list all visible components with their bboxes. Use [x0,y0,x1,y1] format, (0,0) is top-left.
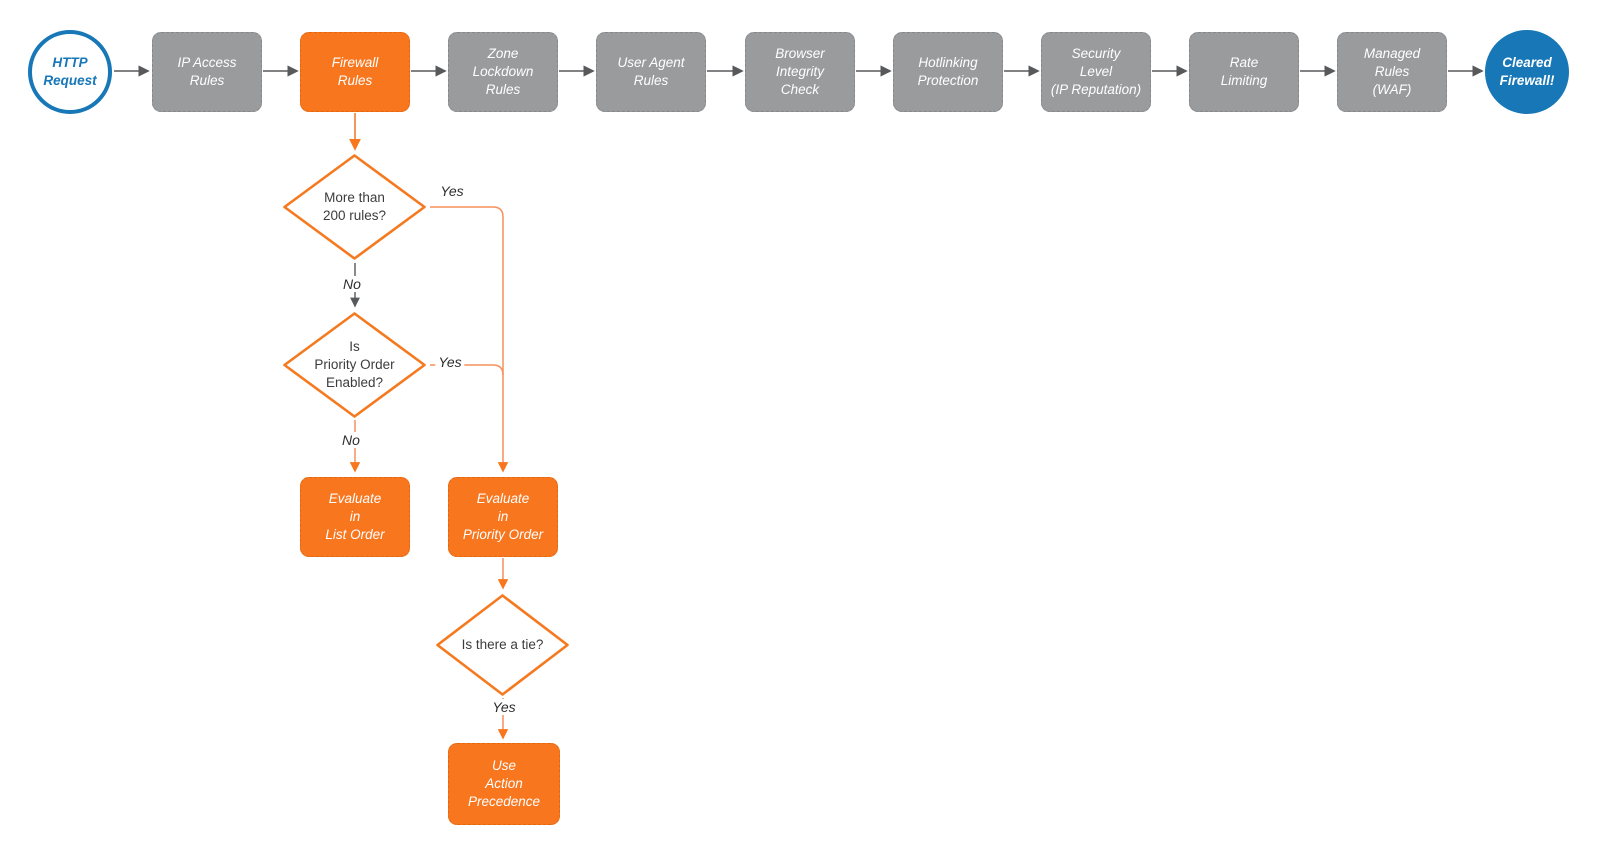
diamond-shape [283,312,426,418]
pipeline-step-hotlinking-protection: Hotlinking Protection [893,32,1003,112]
pipeline-step-zone-lockdown-rules: Zone Lockdown Rules [448,32,558,112]
start-node-http-request: HTTP Request [28,30,112,114]
pipeline-step-ip-access-rules: IP Access Rules [152,32,262,112]
decision-question: More than 200 rules? [322,189,387,223]
step-label: Browser Integrity Check [775,45,825,98]
decision-question: Is Priority Order Enabled? [314,338,395,391]
pipeline-step-browser-integrity-check: Browser Integrity Check [745,32,855,112]
decision-question: Is there a tie? [461,636,544,652]
edge-label-no-1: No [340,276,364,292]
outcome-label: Evaluate in List Order [325,490,385,543]
decision-more-than-200-rules: More than 200 rules? [282,153,427,261]
step-label: User Agent Rules [617,54,685,88]
step-label: Managed Rules (WAF) [1363,45,1421,98]
outcome-label: Use Action Precedence [467,757,541,810]
step-label: Security Level (IP Reputation) [1050,45,1142,98]
end-node-label: Cleared Firewall! [1499,54,1555,88]
outcome-evaluate-priority-order: Evaluate in Priority Order [448,477,558,557]
edge-label-yes-3: Yes [489,699,519,715]
pipeline-step-rate-limiting: Rate Limiting [1189,32,1299,112]
pipeline-step-managed-rules-waf: Managed Rules (WAF) [1337,32,1447,112]
edge-label-no-2: No [339,432,363,448]
pipeline-step-firewall-rules: Firewall Rules [300,32,410,112]
end-node-cleared-firewall: Cleared Firewall! [1485,30,1569,114]
outcome-evaluate-list-order: Evaluate in List Order [300,477,410,557]
diamond-shape [283,154,426,260]
step-label: Zone Lockdown Rules [472,45,534,98]
diamond-shape [436,594,569,696]
step-label: Rate Limiting [1220,54,1268,88]
step-label: Firewall Rules [331,54,379,88]
step-label: Hotlinking Protection [917,54,979,88]
outcome-use-action-precedence: Use Action Precedence [448,743,560,825]
edge-label-yes-2: Yes [435,354,465,370]
decision-is-there-a-tie: Is there a tie? [435,593,570,697]
decision-priority-order-enabled: Is Priority Order Enabled? [282,311,427,419]
pipeline-step-security-level: Security Level (IP Reputation) [1041,32,1151,112]
pipeline-step-user-agent-rules: User Agent Rules [596,32,706,112]
start-node-label: HTTP Request [43,54,97,88]
outcome-label: Evaluate in Priority Order [462,490,544,543]
edge-label-yes-1: Yes [437,183,467,199]
step-label: IP Access Rules [177,54,237,88]
